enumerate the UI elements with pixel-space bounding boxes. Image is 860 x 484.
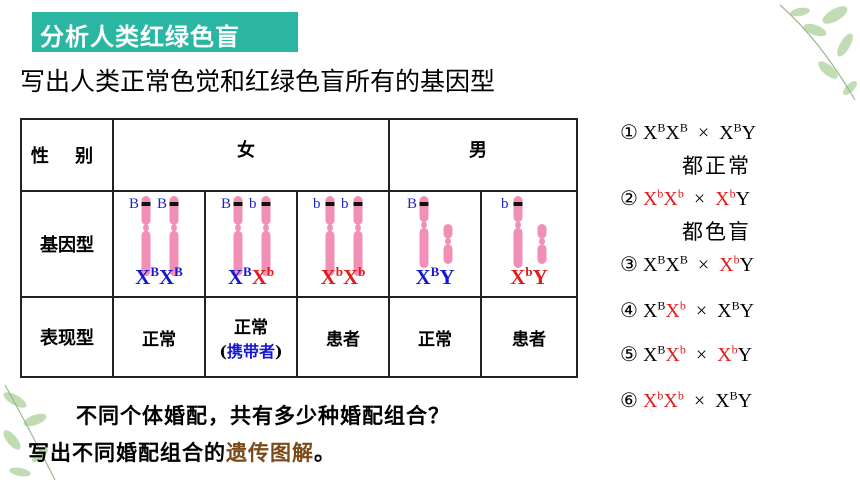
genotype-label: XBY: [415, 264, 455, 289]
allele-label: B: [407, 196, 417, 212]
header-sex: 性 别: [20, 118, 114, 192]
phenotype-cell: 患者: [480, 296, 578, 378]
chromosome-figure: b: [501, 196, 547, 268]
allele-band: [513, 202, 523, 206]
allele-label: b: [501, 196, 509, 212]
allele-label: b: [249, 196, 257, 212]
row-label-phenotype: 表现型: [20, 296, 114, 378]
chromosome-figure: B: [407, 196, 453, 268]
mating-combination-item: ⑤ XBXb × XbY: [620, 342, 753, 366]
leaf-decoration-top-right: [779, 4, 857, 101]
genotype-label: XbXb: [320, 264, 366, 289]
allele-label: B: [129, 196, 139, 212]
title-banner: [32, 12, 298, 52]
note-all-colorblind: 都色盲: [682, 220, 751, 244]
mating-combination-item: ② XbXb × XbY: [620, 186, 751, 210]
x-chromosome: [233, 196, 243, 276]
mating-combination-item: ③ XBXB × XbY: [620, 252, 755, 276]
allele-label: B: [157, 196, 167, 212]
allele-band: [233, 202, 243, 206]
header-male: 男: [388, 118, 578, 192]
carrier-note: (携带者): [219, 341, 283, 361]
row-label-genotype: 基因型: [20, 190, 114, 298]
slide-subtitle: 写出人类正常色觉和红绿色盲所有的基因型: [20, 67, 496, 96]
allele-label: b: [313, 196, 321, 212]
mating-combination-item: ① XBXB × XBY: [620, 120, 757, 144]
note-all-normal: 都正常: [682, 154, 751, 178]
allele-band: [419, 202, 429, 206]
phenotype-cell: 正常: [388, 296, 482, 378]
x-chromosome: [513, 196, 523, 268]
phenotype-cell: 正常: [112, 296, 206, 378]
y-chromosome: [537, 224, 547, 264]
leaf-decoration-bottom-left: [3, 384, 56, 481]
x-chromosome: [141, 196, 151, 276]
phenotype-value: 正常: [234, 317, 268, 338]
phenotype-cell: 正常 (携带者): [204, 296, 298, 378]
genotype-cell: B XBY: [388, 190, 482, 298]
allele-label: b: [341, 196, 349, 212]
phenotype-cell: 患者: [296, 296, 390, 378]
genotype-label: XbY: [510, 264, 548, 289]
allele-label: B: [221, 196, 231, 212]
allele-band: [353, 202, 363, 206]
slide-title: 分析人类红绿色盲: [40, 23, 240, 51]
question-diagrams: 写出不同婚配组合的遗传图解。: [28, 441, 336, 465]
genotype-label: XBXb: [227, 264, 275, 289]
allele-band: [325, 202, 335, 206]
allele-band: [141, 202, 151, 206]
y-chromosome: [443, 224, 453, 264]
mating-combination-item: ⑥ XbXb × XBY: [620, 388, 753, 412]
allele-band: [261, 202, 271, 206]
x-chromosome: [419, 196, 429, 268]
allele-band: [169, 202, 179, 206]
header-female: 女: [112, 118, 390, 192]
genotype-label: XBXB: [135, 264, 183, 289]
mating-combination-item: ④ XBXb × XBY: [620, 298, 755, 322]
question-combinations: 不同个体婚配，共有多少种婚配组合？: [76, 404, 450, 428]
